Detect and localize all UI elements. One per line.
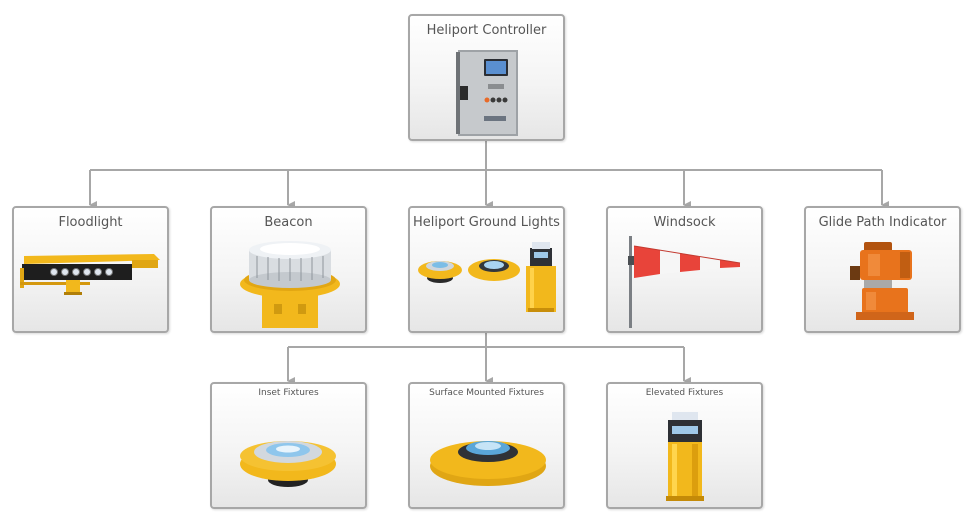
ground-lights-icon [418,242,556,312]
node-label: Surface Mounted Fixtures [429,388,544,398]
floodlight-icon [20,254,160,295]
node-windsock[interactable]: Windsock [606,206,763,333]
node-glide-path-indicator[interactable]: Glide Path Indicator [804,206,961,333]
glide-path-indicator-icon [850,242,914,320]
node-elevated-fixtures[interactable]: Elevated Fixtures [606,382,763,509]
node-beacon[interactable]: Beacon [210,206,367,333]
windsock-icon [628,236,741,328]
node-label: Beacon [264,215,313,230]
node-label: Heliport Controller [426,23,547,38]
surface-fixture-icon [430,441,546,486]
node-label: Floodlight [58,215,123,230]
node-label: Inset Fixtures [258,388,319,398]
node-label: Glide Path Indicator [818,215,947,230]
node-heliport-ground-lights[interactable]: Heliport Ground Lights [408,206,565,333]
node-surface-mounted-fixtures[interactable]: Surface Mounted Fixtures [408,382,565,509]
node-label: Windsock [653,215,716,230]
control-cabinet-icon [456,50,518,136]
node-inset-fixtures[interactable]: Inset Fixtures [210,382,367,509]
node-label: Elevated Fixtures [645,388,724,398]
beacon-icon [240,241,340,328]
elevated-fixture-icon [666,412,704,501]
inset-fixture-icon [240,441,336,487]
node-floodlight[interactable]: Floodlight [12,206,169,333]
node-heliport-controller[interactable]: Heliport Controller [408,14,565,141]
node-label: Heliport Ground Lights [413,215,560,230]
